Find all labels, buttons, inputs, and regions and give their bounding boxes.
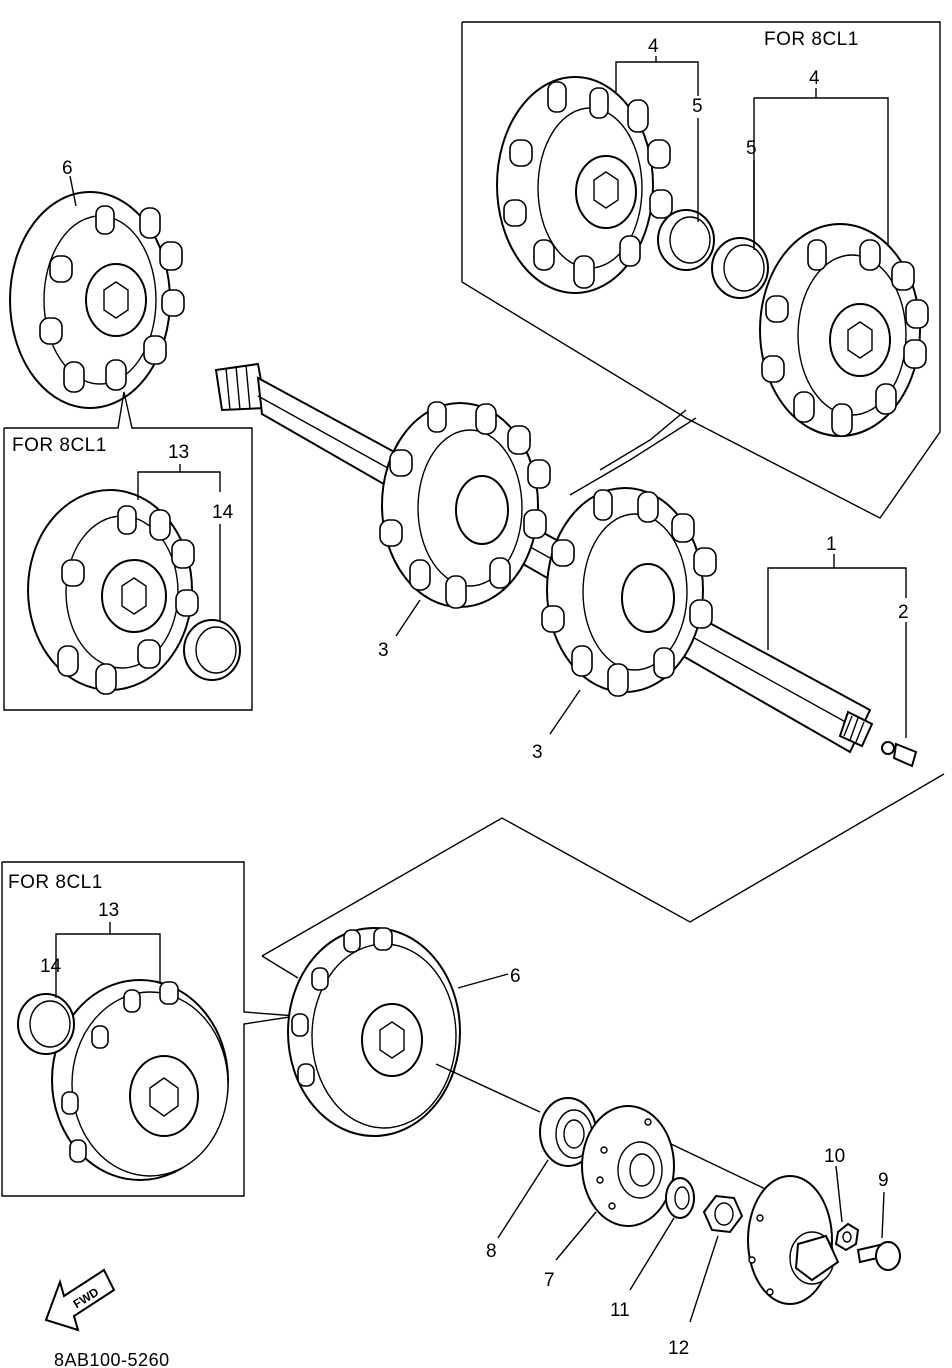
callout-12: 12 xyxy=(668,1338,689,1359)
callout-7: 7 xyxy=(544,1270,555,1291)
bolt-9 xyxy=(856,1241,901,1271)
bearing-housing-7 xyxy=(581,1105,675,1227)
callout-4-5-brackets xyxy=(615,56,889,250)
callout-1: 1 xyxy=(826,534,837,555)
callout-5b: 5 xyxy=(746,138,757,159)
callout-10: 10 xyxy=(824,1146,845,1167)
spacer-5a xyxy=(657,209,715,271)
spacer-14-bottom xyxy=(17,993,75,1055)
callout-9: 9 xyxy=(878,1170,889,1191)
callout-3b: 3 xyxy=(532,742,543,763)
washer-11 xyxy=(665,1177,695,1219)
nut-12 xyxy=(702,1194,744,1234)
wheel-13-bottom xyxy=(51,979,229,1181)
box-left-bottom-label: FOR 8CL1 xyxy=(8,872,103,893)
callout-2: 2 xyxy=(898,602,909,623)
nut-10 xyxy=(834,1222,860,1252)
sprocket-6-top xyxy=(9,191,185,409)
grease-nipple-2 xyxy=(881,741,918,768)
callout-6b: 6 xyxy=(510,966,521,987)
hub-cover xyxy=(747,1175,840,1305)
callout-3a: 3 xyxy=(378,640,389,661)
sprocket-3-upper xyxy=(379,401,551,609)
box-left-bottom: FOR 8CL1 xyxy=(1,861,297,1197)
callout-13a: 13 xyxy=(168,442,189,463)
callout-5a: 5 xyxy=(692,96,703,117)
callout-14b: 14 xyxy=(40,956,62,977)
spacer-5b xyxy=(711,237,769,299)
box-top-right: FOR 8CL1 xyxy=(461,21,941,519)
callout-6a: 6 xyxy=(62,158,73,179)
callout-11: 11 xyxy=(610,1300,630,1321)
box-left-middle-label: FOR 8CL1 xyxy=(12,435,107,456)
box-left-middle: FOR 8CL1 xyxy=(3,391,253,711)
sprocket-8cl1-b xyxy=(759,223,929,437)
part-code: 8AB100-5260 xyxy=(54,1350,170,1368)
drive-shaft xyxy=(214,362,874,754)
wheel-6-bottom xyxy=(287,927,461,1137)
callout-4a: 4 xyxy=(648,36,659,57)
spacer-14-middle xyxy=(183,619,241,681)
callout-8: 8 xyxy=(486,1241,497,1262)
callout-13b: 13 xyxy=(98,900,119,921)
fwd-arrow-icon: FWD xyxy=(44,1268,116,1332)
callout-14a: 14 xyxy=(212,502,234,523)
sprocket-13-middle xyxy=(27,489,199,695)
sprocket-3-lower xyxy=(541,487,717,697)
callout-4b: 4 xyxy=(809,68,820,89)
box-top-right-label: FOR 8CL1 xyxy=(764,29,859,50)
sprocket-8cl1-a xyxy=(496,76,673,294)
